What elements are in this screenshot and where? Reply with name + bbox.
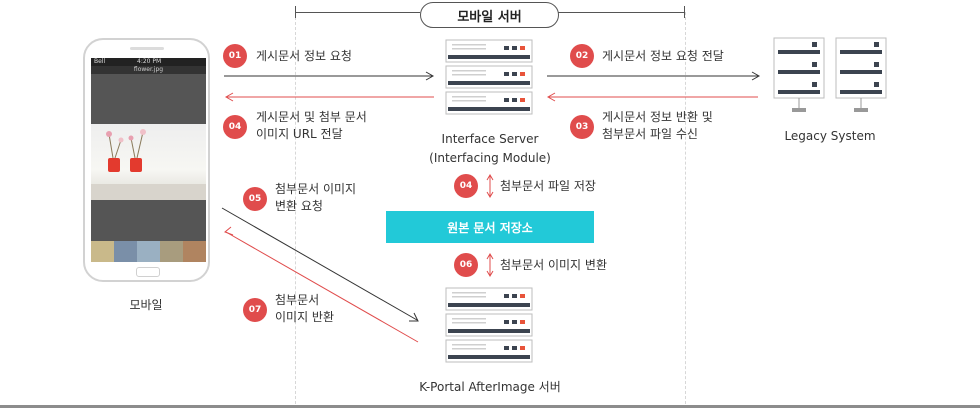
status-time: 4:20 PM: [137, 58, 162, 65]
step-badge-04-storage: 04: [454, 174, 478, 198]
original-document-storage: 원본 문서 저장소: [386, 211, 594, 243]
legacy-system-label: Legacy System: [784, 129, 876, 143]
step-label-04-storage: 첨부문서 파일 저장: [500, 179, 596, 193]
interface-server-label-line2: (Interfacing Module): [429, 151, 551, 165]
phone-home-button: [136, 267, 160, 277]
step-label-03-line2: 첨부문서 파일 수신: [602, 127, 698, 141]
phone-file-name: flower.jpg: [91, 66, 206, 74]
step-label-04-line1: 게시문서 및 첨부 문서: [256, 110, 367, 124]
bracket-right: [557, 12, 685, 13]
thumbnail[interactable]: [114, 241, 137, 262]
flower-vases-image: [91, 129, 206, 200]
step-badge-02: 02: [570, 44, 594, 68]
step-label-07-line2: 이미지 반환: [275, 310, 335, 324]
step-label-01: 게시문서 정보 요청: [256, 49, 352, 63]
bottom-rule: [0, 405, 980, 408]
step-label-06: 첨부문서 이미지 변환: [500, 258, 607, 272]
arrow-04-storage: [486, 174, 494, 198]
step-badge-04: 04: [223, 115, 247, 139]
step-label-04-line2: 이미지 URL 전달: [256, 127, 343, 141]
bracket-left-end: [295, 6, 296, 18]
arrow-02: [547, 71, 761, 81]
kportal-server-icon: [445, 287, 533, 363]
step-badge-06: 06: [454, 253, 478, 277]
step-badge-05: 05: [243, 187, 267, 211]
flower-photo: [91, 124, 206, 200]
server-zone-right-guide: [685, 12, 686, 404]
mobile-label: 모바일: [129, 298, 163, 312]
step-label-05-line2: 변환 요청: [275, 199, 323, 213]
bracket-right-end: [684, 6, 685, 18]
bracket-left: [295, 12, 420, 13]
interface-server-label-line1: Interface Server: [441, 132, 539, 146]
arrow-04-response: [224, 92, 434, 102]
step-label-05-line1: 첨부문서 이미지: [275, 182, 357, 196]
phone-screen: Bell 4:20 PM flower.jpg: [91, 58, 206, 262]
step-badge-01: 01: [223, 44, 247, 68]
thumbnail[interactable]: [137, 241, 160, 262]
mobile-server-title: 모바일 서버: [420, 2, 559, 28]
phone-status-bar: Bell 4:20 PM: [91, 58, 206, 66]
mobile-phone: Bell 4:20 PM flower.jpg: [83, 38, 210, 282]
server-zone-left-guide: [295, 12, 296, 404]
arrow-07-response: [224, 226, 419, 343]
thumbnail-strip[interactable]: [91, 241, 206, 262]
legacy-system-icon: [773, 37, 887, 112]
kportal-server-label: K-Portal AfterImage 서버: [419, 380, 561, 394]
thumbnail[interactable]: [91, 241, 114, 262]
step-badge-03: 03: [570, 115, 594, 139]
phone-speaker: [130, 47, 164, 50]
arrow-01: [224, 71, 435, 81]
thumbnail[interactable]: [160, 241, 183, 262]
step-badge-07: 07: [243, 298, 267, 322]
status-carrier: Bell: [94, 58, 106, 65]
step-label-03-line1: 게시문서 정보 반환 및: [602, 110, 713, 124]
arrow-03-response: [546, 92, 758, 102]
interface-server-icon: [445, 39, 533, 115]
arrow-06-convert: [486, 253, 494, 277]
arrow-05: [221, 207, 419, 322]
step-label-02: 게시문서 정보 요청 전달: [602, 49, 724, 63]
thumbnail[interactable]: [183, 241, 206, 262]
step-label-07-line1: 첨부문서: [275, 293, 320, 307]
